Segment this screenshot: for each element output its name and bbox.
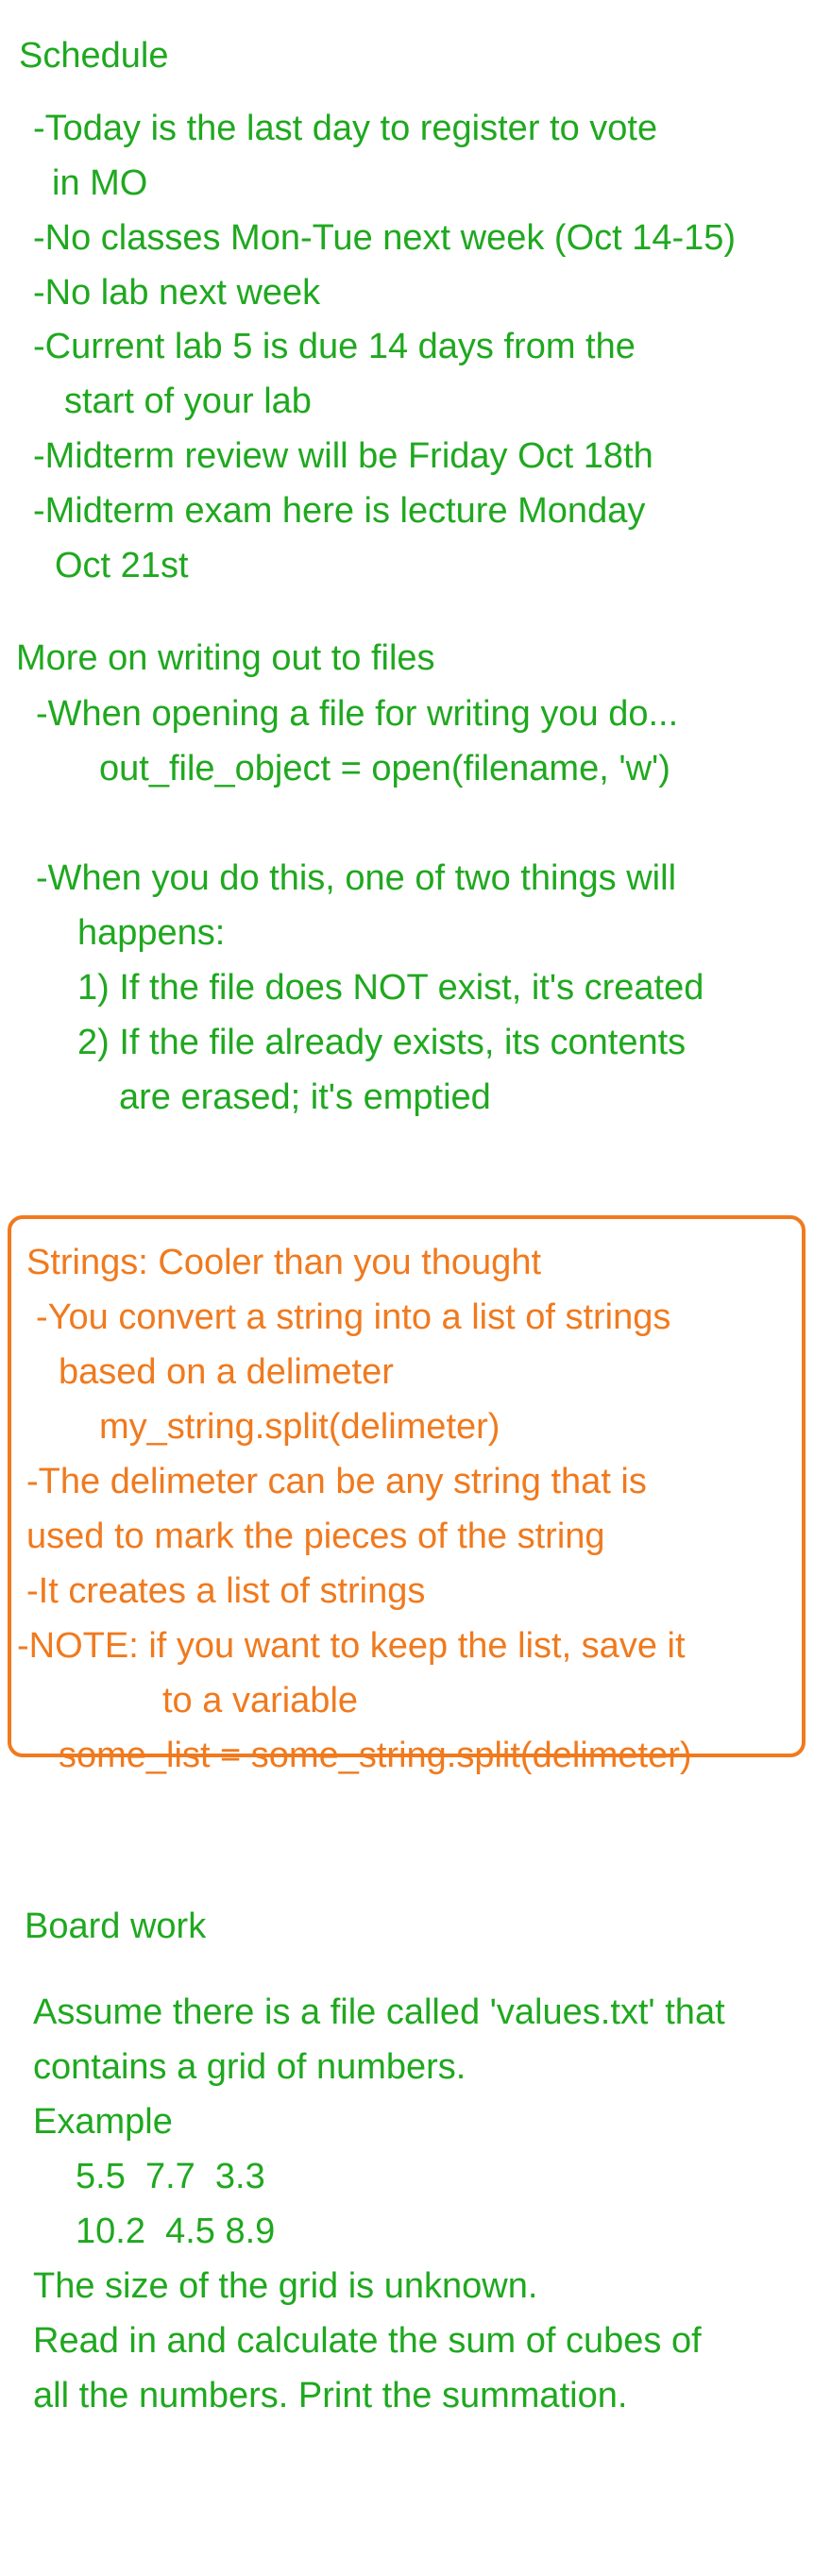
strings-code-line: my_string.split(delimeter) xyxy=(99,1407,500,1447)
files-line-6: 2) If the file already exists, its conte… xyxy=(77,1023,687,1062)
strings-example-line: some_list = some_string.split(delimeter) xyxy=(59,1736,692,1775)
files-code-line: out_file_object = open(filename, 'w') xyxy=(99,749,670,788)
files-title: More on writing out to files xyxy=(16,638,435,678)
board-example-row-2: 10.2 4.5 8.9 xyxy=(76,2212,276,2251)
files-line-4: happens: xyxy=(77,913,226,953)
files-line-5: 1) If the file does NOT exist, it's crea… xyxy=(77,968,704,1008)
board-title: Board work xyxy=(25,1907,207,1946)
board-line-3: Example xyxy=(33,2102,173,2142)
schedule-line-7: -Midterm review will be Friday Oct 18th xyxy=(33,436,653,476)
strings-box xyxy=(8,1215,806,1757)
board-line-8: all the numbers. Print the summation. xyxy=(33,2376,628,2415)
strings-line-2: based on a delimeter xyxy=(59,1352,394,1392)
strings-title: Strings: Cooler than you thought xyxy=(26,1243,542,1282)
schedule-line-8: -Midterm exam here is lecture Monday xyxy=(33,491,646,531)
board-line-7: Read in and calculate the sum of cubes o… xyxy=(33,2321,702,2361)
strings-line-6: -It creates a list of strings xyxy=(26,1571,426,1611)
files-line-7: are erased; it's emptied xyxy=(119,1077,491,1117)
strings-line-4: -The delimeter can be any string that is xyxy=(26,1462,647,1501)
schedule-line-2: in MO xyxy=(52,163,148,203)
schedule-line-3: -No classes Mon-Tue next week (Oct 14-15… xyxy=(33,218,737,258)
board-example-row-1: 5.5 7.7 3.3 xyxy=(76,2157,265,2196)
schedule-line-5: -Current lab 5 is due 14 days from the xyxy=(33,327,636,366)
board-line-1: Assume there is a file called 'values.tx… xyxy=(33,1992,725,2032)
files-line-1: -When opening a file for writing you do.… xyxy=(36,694,679,734)
strings-line-8: to a variable xyxy=(162,1681,359,1720)
files-line-3: -When you do this, one of two things wil… xyxy=(36,858,677,898)
schedule-title: Schedule xyxy=(19,36,169,76)
schedule-line-4: -No lab next week xyxy=(33,273,321,313)
strings-line-1: -You convert a string into a list of str… xyxy=(36,1297,671,1337)
schedule-line-6: start of your lab xyxy=(64,381,312,421)
board-line-2: contains a grid of numbers. xyxy=(33,2047,466,2087)
schedule-line-1: -Today is the last day to register to vo… xyxy=(33,109,658,148)
strings-line-5: used to mark the pieces of the string xyxy=(26,1517,605,1556)
schedule-line-9: Oct 21st xyxy=(55,546,189,585)
board-line-6: The size of the grid is unknown. xyxy=(33,2266,538,2306)
strings-note-line: -NOTE: if you want to keep the list, sav… xyxy=(17,1626,686,1666)
